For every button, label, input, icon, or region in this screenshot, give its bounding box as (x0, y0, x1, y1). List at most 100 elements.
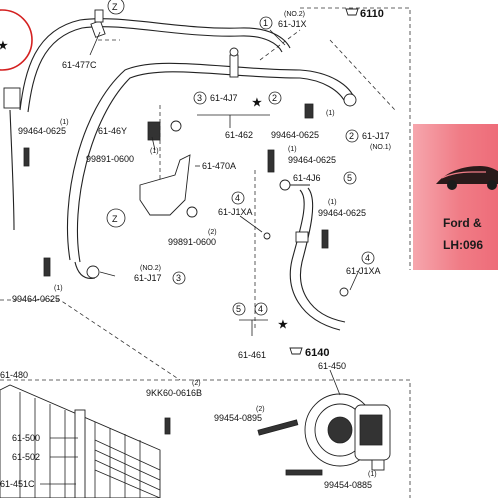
leaders-condenser (40, 437, 78, 485)
callout-3-462 (193, 91, 207, 105)
label-61-477c: 61-477C (62, 60, 97, 70)
label-99454-0895: 99454-0895 (214, 413, 262, 423)
qty-99464-mid: (1) (288, 146, 297, 153)
callout-1-j1x (259, 16, 273, 30)
callout-4-j1xa-right (361, 251, 375, 265)
label-61-462: 61-462 (225, 130, 253, 140)
callout-z-top-text: Z (112, 2, 118, 12)
callout-2-j17 (345, 129, 359, 143)
pipe-61-461-outer (289, 189, 341, 331)
label-no1: (NO.1) (370, 144, 391, 151)
bolt-99464-right (321, 229, 329, 249)
leader-j1xa-right (349, 267, 361, 291)
qty-99891-b: (2) (208, 229, 217, 236)
qty-99454-0885: (1) (368, 471, 377, 478)
qty-99454-0895: (2) (256, 406, 265, 413)
callout-4-461 (254, 302, 268, 316)
qty-99464-left2: (1) (54, 285, 63, 292)
qty-99464-top: (1) (326, 110, 335, 117)
leader-j1x (269, 29, 286, 46)
label-61-j1xa-mid: 61-J1XA (218, 207, 253, 217)
o-ring-j1xa-mid (263, 232, 271, 240)
leader-46y (151, 136, 156, 151)
o-ring-j1xa-right (339, 287, 349, 297)
frame-line-top-right (300, 7, 411, 270)
compressor-61-450 (304, 393, 391, 471)
bolt-99454-0895 (257, 419, 299, 436)
pipe-61-462-outer (67, 62, 356, 261)
callout-2-462 (268, 91, 282, 105)
ad-line-2: LH:096 (443, 238, 484, 252)
label-61-461: 61-461 (238, 350, 266, 360)
bolt-9kk60 (164, 417, 171, 435)
callout-3-j17-text: 3 (176, 273, 181, 283)
callout-4-461-text: 4 (258, 304, 263, 314)
frame-line-bottom (0, 379, 411, 498)
label-61-4j6: 61-4J6 (293, 173, 321, 183)
label-99464-0625-right: 99464-0625 (318, 208, 366, 218)
label-99464-0625-left: 99464-0625 (18, 126, 66, 136)
label-61-46y: 61-46Y (98, 126, 127, 136)
qty-99464-right: (1) (328, 199, 337, 206)
label-61-502: 61-502 (12, 452, 40, 462)
clamp-61-461 (295, 231, 309, 243)
car-logo-icon (436, 166, 498, 190)
fitting-61-4j7 (229, 54, 239, 78)
bolt-99464-left2 (43, 257, 51, 277)
frame-line-left (0, 299, 181, 381)
o-ring-lower (86, 265, 100, 279)
ad-line-1: Ford & (443, 216, 482, 230)
bolt-99464-left (23, 147, 30, 167)
pipe-end-fitting (343, 93, 357, 107)
callout-3-j17 (172, 271, 186, 285)
label-9kk60-0616b: 9KK60-0616B (146, 388, 202, 398)
callout-5-4j6-text: 5 (347, 173, 352, 183)
frame-line-upper-right (329, 39, 396, 111)
label-61-j1xa-right: 61-J1XA (346, 266, 381, 276)
callout-z-mid-text: Z (112, 214, 118, 224)
callout-1-j1x-text: 1 (263, 18, 268, 28)
fitting-top (90, 20, 106, 38)
fitting-61-4j6 (279, 179, 291, 191)
label-61-470a: 61-470A (202, 161, 236, 171)
bolt-99891-a (170, 120, 182, 132)
label-99891-0600-b: 99891-0600 (168, 237, 216, 247)
callout-2-j17-text: 2 (349, 131, 354, 141)
callout-4-j1xa-right-text: 4 (365, 253, 370, 263)
label-99454-0885: 99454-0885 (324, 480, 372, 490)
star-marker-topleft: ★ (0, 40, 8, 52)
pipe-61-477c-inner (27, 26, 283, 113)
label-61-4j7: 61-4J7 (210, 93, 238, 103)
label-61-j1x: 61-J1X (278, 19, 307, 29)
callout-3-462-text: 3 (197, 93, 202, 103)
pipe-61-462-inner (76, 71, 347, 263)
label-61-j17-mid: 61-J17 (134, 273, 162, 283)
frame-line-top-mid (259, 29, 301, 61)
label-61-500: 61-500 (12, 433, 40, 443)
callout-5-461-text: 5 (236, 304, 241, 314)
star-marker-461: ★ (278, 319, 288, 331)
leader-61-450 (329, 369, 341, 396)
qty-9kk60: (2) (192, 380, 201, 387)
label-99464-0625-mid: 99464-0625 (288, 155, 336, 165)
callout-z-mid (106, 208, 126, 228)
pipe-left-vertical (9, 109, 15, 231)
bracket-61-470a (139, 154, 191, 216)
qty-99891-a: (1) (150, 148, 159, 155)
ad-banner[interactable]: Ford & LH:096 (413, 124, 498, 270)
star-marker-462: ★ (252, 97, 262, 109)
callout-4-j1xa-mid (231, 191, 245, 205)
label-6140: 6140 (305, 347, 329, 359)
fitting-top-cap (94, 9, 104, 23)
section-ref-icon-6140 (289, 347, 303, 355)
bolt-99891-b (186, 206, 198, 218)
fitting-left (3, 87, 21, 109)
bolt-99454-0885 (285, 469, 323, 476)
callout-5-4j6 (343, 171, 357, 185)
callout-z-top (107, 0, 125, 15)
qty-99464-left: (1) (60, 119, 69, 126)
label-61-j17-right: 61-J17 (362, 131, 390, 141)
fitting-cap-4j7 (229, 47, 239, 57)
label-61-480: 61-480 (0, 370, 28, 380)
